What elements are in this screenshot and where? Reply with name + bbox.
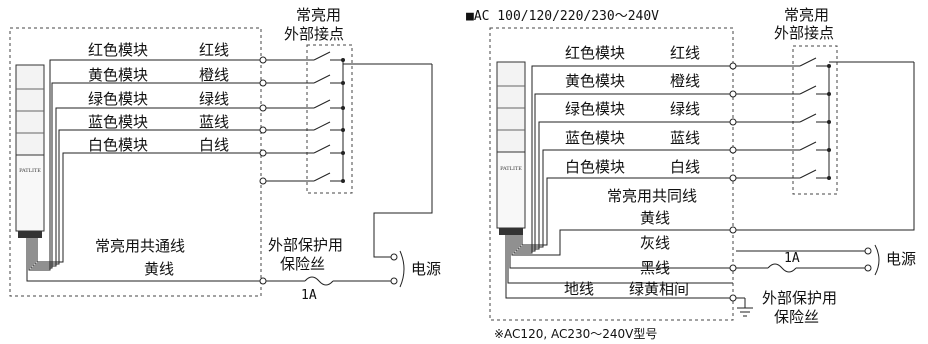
- right-module-yellow: 黄色模块: [565, 72, 625, 90]
- left-contact-switches: [266, 51, 433, 258]
- right-ground-terminal: [729, 294, 737, 302]
- left-wire-blue: 蓝线: [199, 113, 229, 131]
- left-power-label: 电源: [411, 260, 441, 278]
- right-ground-label: 地线: [564, 280, 594, 298]
- right-tower-logo: PATLITE: [500, 166, 522, 172]
- left-enclosure: [9, 27, 262, 297]
- left-module-green: 绿色模块: [88, 90, 148, 108]
- right-module-blue: 蓝色模块: [565, 129, 625, 147]
- left-wire-green: 绿线: [199, 90, 229, 108]
- right-contact-title-1: 常亮用: [784, 6, 829, 24]
- left-module-yellow: 黄色模块: [88, 66, 148, 84]
- right-module-white: 白色模块: [565, 158, 625, 176]
- left-power-terminal-top: [390, 253, 398, 261]
- right-fuse-label-2: 保险丝: [774, 308, 819, 326]
- left-module-white: 白色模块: [88, 136, 148, 154]
- left-diagram: PATLITE 红色模块 红线 黄色模块 橙线 绿色模块 绿线: [9, 6, 441, 303]
- left-tower-logo: PATLITE: [19, 168, 41, 174]
- left-fuse-symbol: [266, 276, 392, 286]
- left-contact-junctions: [341, 58, 345, 183]
- left-module-blue: 蓝色模块: [88, 113, 148, 131]
- right-fuse-rating: 1A: [784, 251, 800, 266]
- right-module-red: 红色模块: [565, 44, 625, 62]
- left-wire-orange: 橙线: [199, 66, 229, 84]
- left-wire-white: 白线: [199, 136, 229, 154]
- left-power-terminal-bottom: [390, 277, 398, 285]
- right-contact-switches: [736, 57, 915, 231]
- left-fuse-rating: 1A: [301, 288, 317, 303]
- right-wire-orange: 橙线: [670, 72, 700, 90]
- right-black-wire-label: 黑线: [640, 259, 670, 277]
- right-power-terminal-top: [864, 247, 872, 255]
- right-power-terminal-bottom: [864, 264, 872, 272]
- left-common-line-label: 常亮用共通线: [95, 237, 185, 255]
- right-module-green: 绿色模块: [565, 100, 625, 118]
- right-contact-junctions: [827, 64, 831, 180]
- left-contact-title-1: 常亮用: [296, 6, 341, 24]
- left-fuse-label-2: 保险丝: [280, 255, 325, 273]
- right-common-line-label: 常亮用共同线: [607, 187, 697, 205]
- left-contact-title-2: 外部接点: [284, 25, 344, 43]
- left-signal-tower: PATLITE: [15, 64, 45, 238]
- right-wire-white: 白线: [670, 158, 700, 176]
- right-ground-wire-label: 绿黄相间: [629, 280, 689, 298]
- right-gray-wire-label: 灰线: [640, 234, 670, 252]
- right-tower-leads: [505, 65, 733, 299]
- left-contact-box: [306, 44, 353, 194]
- right-signal-tower: PATLITE: [496, 61, 526, 235]
- right-power-brace: [874, 244, 880, 276]
- right-terminals: [729, 62, 737, 272]
- right-enclosure: [489, 27, 734, 321]
- right-contact-title-2: 外部接点: [774, 24, 834, 42]
- left-tower-leads: [26, 59, 263, 282]
- right-ground-symbol: [733, 297, 753, 317]
- right-power-lines: [736, 250, 866, 273]
- right-fuse-label-1: 外部保护用: [762, 289, 837, 307]
- right-footnote: ※AC120, AC230～240V型号: [494, 327, 657, 341]
- right-common-wire-label: 黄线: [640, 209, 670, 227]
- left-fuse-label-1: 外部保护用: [268, 236, 343, 254]
- left-common-wire-label: 黄线: [144, 260, 174, 278]
- left-wire-red: 红线: [199, 41, 229, 59]
- right-wire-red: 红线: [670, 44, 700, 62]
- right-voltage-header: ■AC 100/120/220/230～240V: [466, 9, 659, 24]
- right-diagram: ■AC 100/120/220/230～240V PATLITE: [466, 6, 916, 341]
- right-wire-green: 绿线: [670, 100, 700, 118]
- left-power-brace: [399, 250, 405, 288]
- right-power-label: 电源: [886, 250, 916, 268]
- right-contact-box: [792, 45, 838, 195]
- right-wire-blue: 蓝线: [670, 129, 700, 147]
- left-terminals: [259, 56, 267, 285]
- left-module-red: 红色模块: [88, 41, 148, 59]
